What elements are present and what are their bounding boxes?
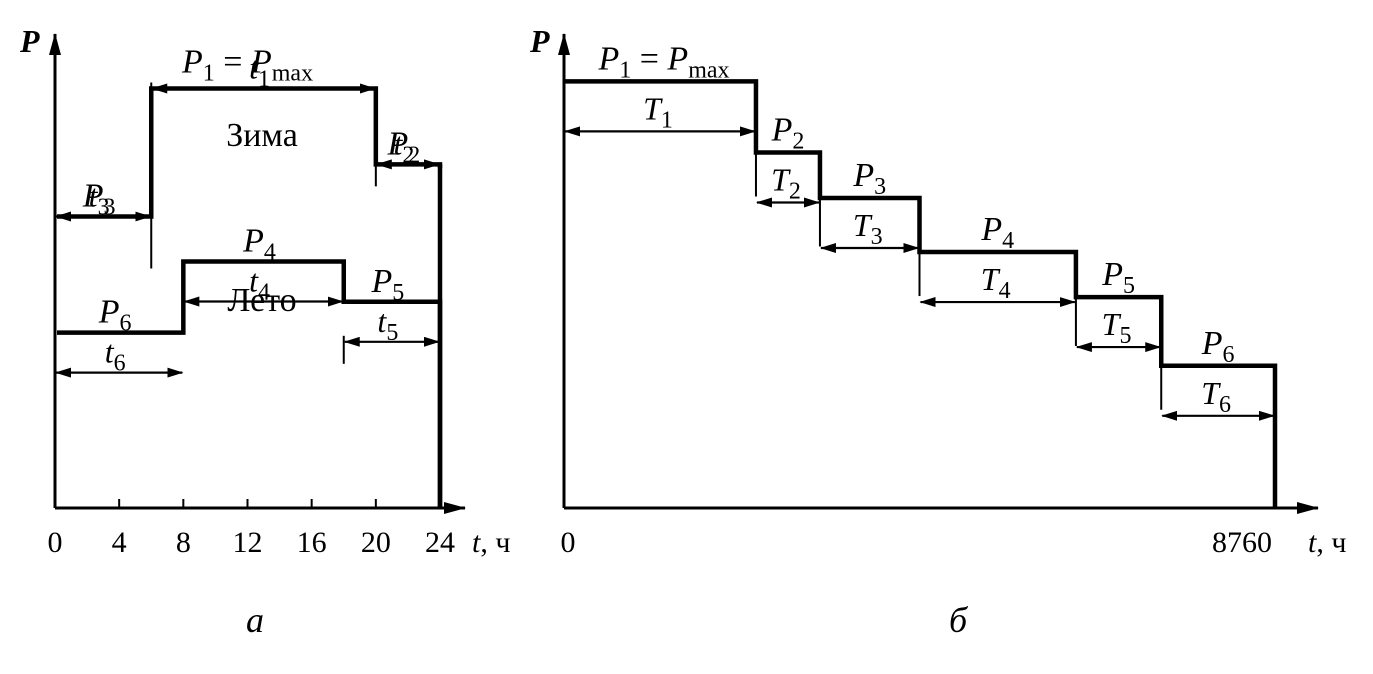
winter-label: Зима	[226, 117, 298, 154]
left-y-axis-label: P	[19, 23, 40, 59]
duration-label-5: T5	[1102, 306, 1132, 349]
summer-interval-label-6: t6	[105, 334, 126, 377]
pmax-label-right: P1 = Pmax	[597, 40, 729, 83]
pmax-label-left: P1 = Pmax	[181, 44, 313, 87]
winter-power-label-3: P3	[82, 177, 116, 220]
right-x-axis-label: t, ч	[1308, 526, 1346, 559]
summer-interval-label-4: t4	[249, 263, 270, 306]
left-x-axis-label: t, ч	[472, 526, 510, 559]
step-power-label-2: P2	[771, 112, 805, 155]
right-tick-start: 0	[561, 526, 576, 559]
duration-label-2: T2	[771, 162, 801, 205]
summer-interval-label-5: t5	[377, 303, 398, 346]
tick-label-4: 4	[112, 526, 127, 559]
duration-label-3: T3	[853, 207, 883, 250]
summer-power-label-5: P5	[370, 263, 404, 306]
summer-label: Лето	[227, 282, 296, 319]
duration-label-6: T6	[1201, 375, 1231, 418]
winter-power-label-2: P2	[387, 125, 421, 168]
summer-power-label-6: P6	[98, 294, 132, 337]
winter-interval-label-2: t2	[393, 125, 414, 168]
step-power-label-4: P4	[980, 211, 1014, 254]
tick-label-20: 20	[361, 526, 391, 559]
tick-label-16: 16	[297, 526, 327, 559]
summer-power-label-4: P4	[242, 223, 276, 266]
winter-interval-label-3: t3	[89, 177, 110, 220]
step-power-label-3: P3	[852, 157, 886, 200]
duration-label-4: T4	[981, 261, 1011, 304]
panel-caption-b: б	[949, 600, 969, 640]
tick-label-12: 12	[233, 526, 263, 559]
summer-step-line	[57, 259, 443, 508]
step-power-label-5: P5	[1101, 256, 1135, 299]
panel-caption-a: а	[246, 600, 264, 640]
right-tick-end: 8760	[1212, 526, 1272, 559]
right-y-axis-label: P	[529, 23, 550, 59]
step-power-label-6: P6	[1201, 325, 1235, 368]
tick-label-0: 0	[48, 526, 63, 559]
winter-interval-label-1: t1	[249, 50, 270, 93]
tick-label-24: 24	[425, 526, 455, 559]
tick-label-8: 8	[176, 526, 191, 559]
duration-label-1: T1	[643, 90, 673, 133]
left-x-ticks: 0 4 8 12 16 20 24	[48, 499, 455, 559]
